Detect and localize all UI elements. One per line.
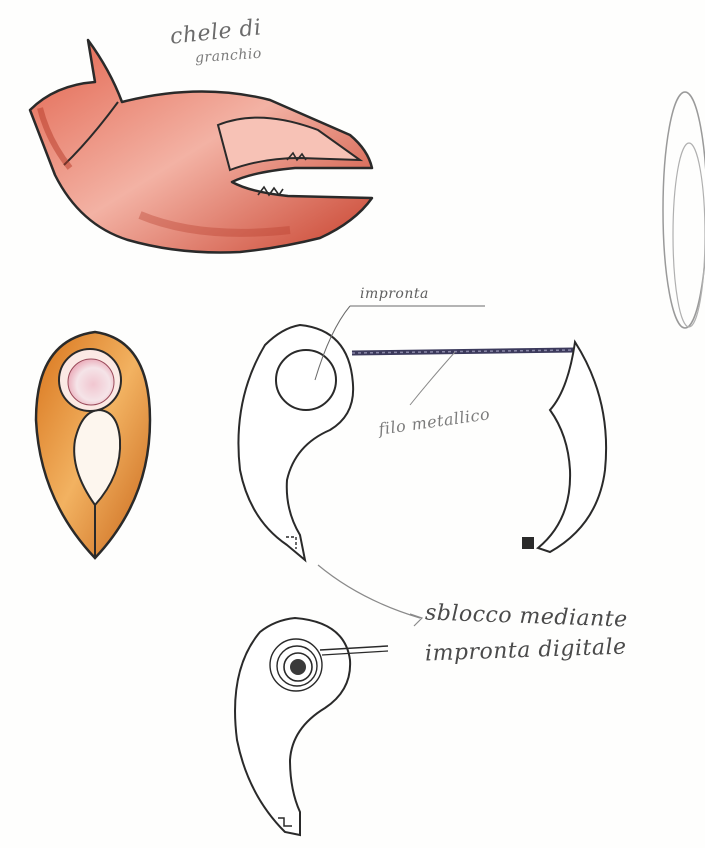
open-clasp-right bbox=[522, 342, 606, 552]
open-clasp-left bbox=[238, 325, 353, 560]
ring-sketch bbox=[663, 92, 705, 328]
fingerprint-clasp bbox=[235, 618, 388, 835]
crab-claw-drawing bbox=[30, 40, 372, 253]
metallic-wire bbox=[352, 350, 575, 353]
orange-clasp-drawing bbox=[36, 332, 150, 558]
label-impronta: impronta bbox=[360, 286, 429, 302]
